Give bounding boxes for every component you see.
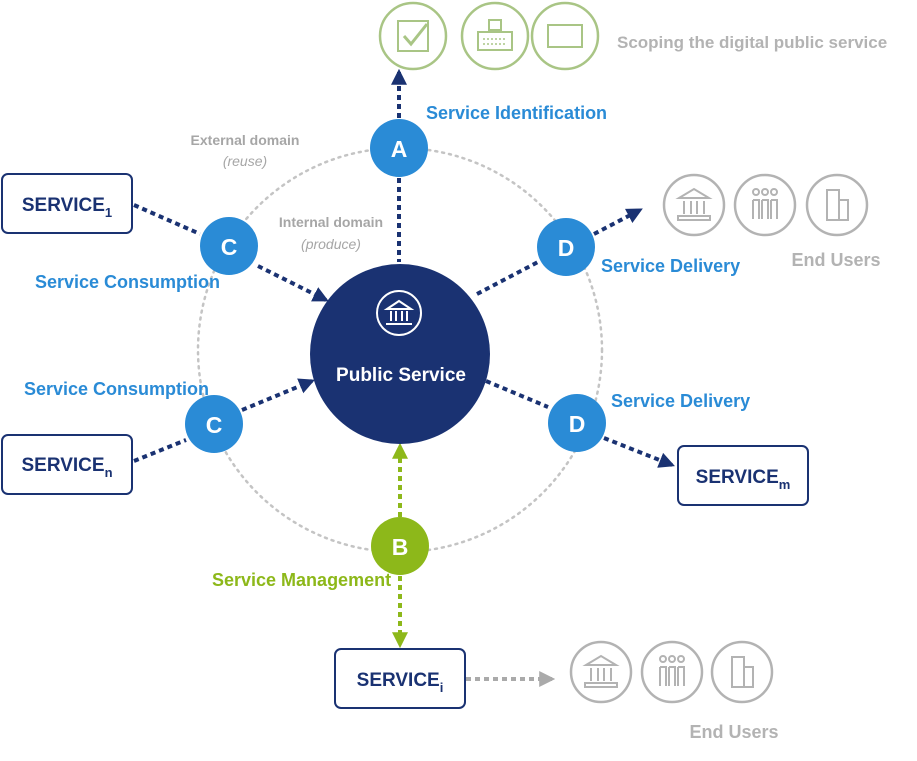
keyboard-icon bbox=[460, 1, 530, 71]
end-users-bottom-label: End Users bbox=[689, 722, 778, 742]
node-c-top-letter: C bbox=[221, 234, 238, 260]
node-d-top-letter: D bbox=[558, 235, 575, 261]
external-domain-sub: (reuse) bbox=[223, 153, 267, 169]
connector-sn-c bbox=[133, 438, 187, 463]
service-m-base: SERVICE bbox=[696, 467, 779, 488]
government-building-icon bbox=[569, 640, 633, 704]
service-1-base: SERVICE bbox=[22, 195, 105, 216]
government-building-icon bbox=[376, 290, 422, 336]
node-d-top-label: Service Delivery bbox=[601, 256, 740, 276]
service-box-i: SERVICEi bbox=[334, 648, 466, 709]
service-n-base: SERVICE bbox=[21, 455, 104, 476]
screen-icon bbox=[530, 1, 600, 71]
internal-domain-sub: (produce) bbox=[301, 236, 361, 252]
scoping-icons bbox=[378, 1, 600, 71]
node-c-bottom-letter: C bbox=[206, 412, 223, 438]
node-b: B bbox=[371, 517, 429, 575]
connector-d2-sm bbox=[603, 436, 675, 468]
service-1-sub: 1 bbox=[105, 205, 112, 220]
service-i-sub: i bbox=[440, 680, 444, 695]
connector-center-d bbox=[476, 260, 539, 296]
node-c-top: C bbox=[200, 217, 258, 275]
node-d-bottom: D bbox=[548, 394, 606, 452]
node-b-letter: B bbox=[392, 534, 409, 560]
node-d-bottom-letter: D bbox=[569, 411, 586, 437]
scoping-label: Scoping the digital public service bbox=[617, 33, 887, 52]
service-box-m: SERVICEm bbox=[677, 445, 809, 506]
node-c-bottom: C bbox=[185, 395, 243, 453]
public-service-node: Public Service bbox=[310, 264, 490, 444]
node-d-bottom-label: Service Delivery bbox=[611, 391, 750, 411]
connector-center-d2 bbox=[485, 379, 549, 409]
node-a-label: Service Identification bbox=[426, 103, 607, 123]
connector-c-center bbox=[257, 264, 329, 302]
node-d-top: D bbox=[537, 218, 595, 276]
people-group-icon bbox=[640, 640, 704, 704]
service-box-n: SERVICEn bbox=[1, 434, 133, 495]
node-c-top-label: Service Consumption bbox=[35, 272, 220, 292]
end-users-top-icons bbox=[662, 173, 869, 237]
office-building-icon bbox=[805, 173, 869, 237]
checkbox-icon bbox=[378, 1, 448, 71]
node-a-letter: A bbox=[391, 136, 408, 162]
external-domain-label: External domain bbox=[191, 132, 300, 148]
service-i-base: SERVICE bbox=[357, 670, 440, 691]
government-building-icon bbox=[662, 173, 726, 237]
connectors bbox=[133, 68, 675, 687]
node-b-label: Service Management bbox=[212, 570, 391, 590]
people-group-icon bbox=[733, 173, 797, 237]
public-service-label: Public Service bbox=[336, 365, 466, 386]
service-box-1: SERVICE1 bbox=[1, 173, 133, 234]
office-building-icon bbox=[710, 640, 774, 704]
internal-domain-label: Internal domain bbox=[279, 214, 383, 230]
connector-c2-center bbox=[241, 378, 315, 412]
connector-s1-c bbox=[133, 203, 201, 236]
connector-d-endusers bbox=[593, 208, 643, 236]
node-a: A bbox=[370, 119, 428, 177]
end-users-bottom-icons bbox=[569, 640, 774, 704]
end-users-top-label: End Users bbox=[791, 250, 880, 270]
svg-text:SERVICEi: SERVICEi bbox=[357, 670, 444, 695]
svg-text:SERVICE1: SERVICE1 bbox=[22, 195, 112, 220]
svg-text:SERVICEn: SERVICEn bbox=[21, 455, 112, 480]
service-n-sub: n bbox=[105, 465, 113, 480]
service-m-sub: m bbox=[779, 477, 791, 492]
svg-text:SERVICEm: SERVICEm bbox=[696, 467, 791, 492]
node-c-bottom-label: Service Consumption bbox=[24, 379, 209, 399]
